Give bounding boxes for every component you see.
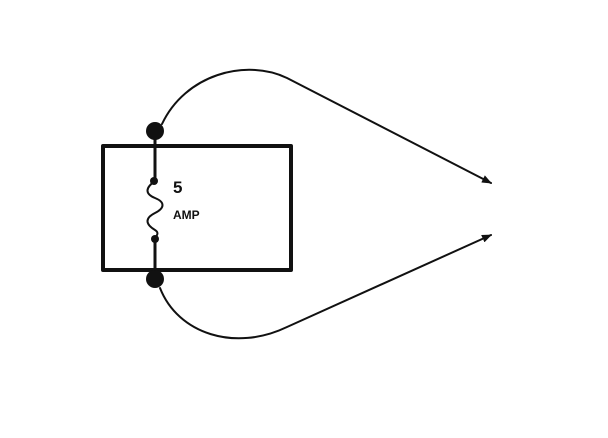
fuse-rating-unit: AMP [173, 208, 200, 222]
terminal-top [146, 122, 164, 140]
fuse-module-box [101, 144, 293, 272]
fuse-contact-top [150, 177, 158, 185]
terminal-bottom [146, 270, 164, 288]
fuse-contact-bottom [151, 235, 159, 243]
arrow-from-top-terminal [161, 68, 492, 184]
fuse-rating-value: 5 [173, 178, 182, 197]
fuse-filament [146, 180, 164, 240]
arrow-from-bottom-terminal [159, 234, 492, 340]
